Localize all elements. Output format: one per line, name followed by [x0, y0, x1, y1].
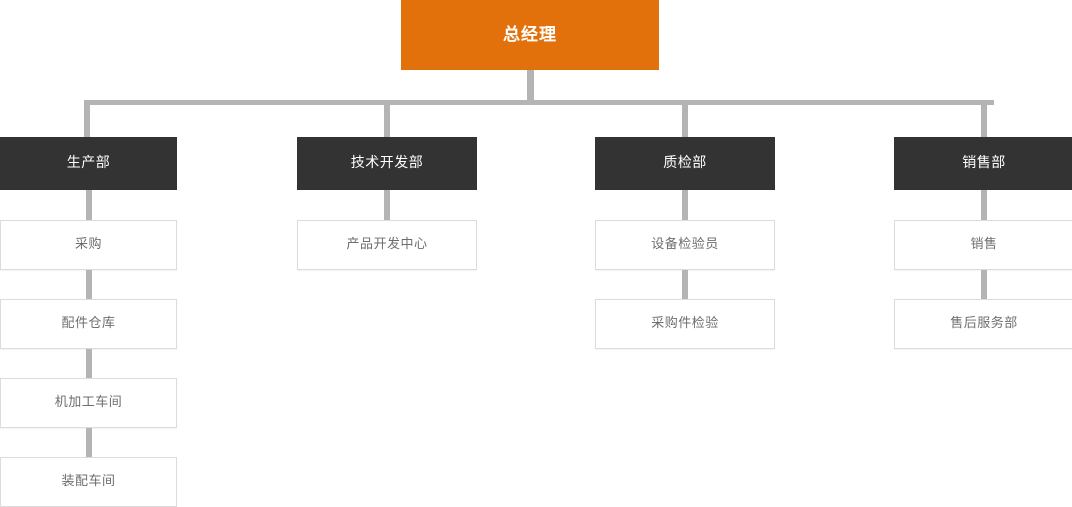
node-leaf-1-1-label: 采购	[74, 237, 102, 253]
node-leaf-4-1[interactable]: 销售	[894, 220, 1072, 270]
node-leaf-1-1[interactable]: 采购	[0, 220, 177, 270]
node-root-label: 总经理	[503, 24, 557, 45]
node-leaf-4-2-label: 售后服务部	[950, 316, 1018, 332]
node-dept-2-label: 技术开发部	[350, 155, 424, 172]
connector-b1-c3	[86, 349, 92, 378]
node-leaf-2-1[interactable]: 产品开发中心	[297, 220, 477, 270]
node-leaf-1-2-label: 配件仓库	[61, 316, 116, 332]
connector-branch-1-drop	[84, 100, 90, 137]
connector-b3-c2	[682, 270, 688, 299]
connector-b1-c4	[86, 428, 92, 457]
node-leaf-2-1-label: 产品开发中心	[346, 237, 428, 253]
connector-b4-c1	[981, 190, 987, 220]
connector-branch-4-drop	[981, 100, 987, 137]
node-leaf-4-1-label: 销售	[970, 237, 998, 253]
node-leaf-1-4[interactable]: 装配车间	[0, 457, 177, 507]
node-leaf-3-1[interactable]: 设备检验员	[595, 220, 775, 270]
connector-horizontal-bus	[84, 100, 994, 105]
connector-b3-c1	[682, 190, 688, 220]
node-dept-3-label: 质检部	[663, 155, 707, 172]
node-leaf-1-3-label: 机加工车间	[54, 395, 123, 411]
node-leaf-3-2[interactable]: 采购件检验	[595, 299, 775, 349]
connector-b4-c2	[981, 270, 987, 299]
node-dept-4-label: 销售部	[962, 155, 1006, 172]
node-dept-1[interactable]: 生产部	[0, 137, 177, 190]
node-root-general-manager[interactable]: 总经理	[401, 0, 659, 70]
node-leaf-1-4-label: 装配车间	[61, 474, 116, 490]
node-leaf-3-2-label: 采购件检验	[651, 316, 719, 332]
node-dept-2[interactable]: 技术开发部	[297, 137, 477, 190]
node-dept-4[interactable]: 销售部	[894, 137, 1072, 190]
connector-b1-c1	[86, 190, 92, 220]
connector-b2-c1	[384, 190, 390, 220]
node-leaf-1-2[interactable]: 配件仓库	[0, 299, 177, 349]
node-leaf-1-3[interactable]: 机加工车间	[0, 378, 177, 428]
connector-b1-c2	[86, 270, 92, 299]
node-dept-1-label: 生产部	[66, 155, 111, 172]
node-leaf-4-2[interactable]: 售后服务部	[894, 299, 1072, 349]
connector-branch-3-drop	[682, 100, 688, 137]
node-dept-3[interactable]: 质检部	[595, 137, 775, 190]
connector-root-drop	[527, 70, 534, 101]
node-leaf-3-1-label: 设备检验员	[651, 237, 719, 253]
connector-branch-2-drop	[384, 100, 390, 137]
